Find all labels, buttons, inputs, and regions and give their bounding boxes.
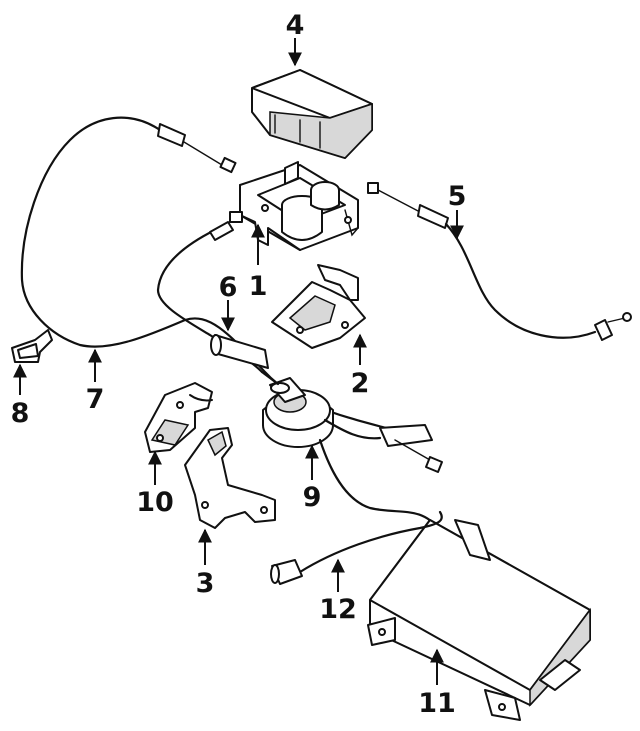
part-9-vacuum-actuator [260, 370, 443, 532]
part-11-control-module [367, 519, 591, 721]
callout-11: 11 [418, 688, 456, 719]
callout-7: 7 [86, 384, 105, 415]
callout-1: 1 [249, 271, 268, 302]
callout-3: 3 [196, 568, 215, 599]
part-5-cable [367, 182, 632, 341]
callout-6: 6 [219, 272, 238, 303]
callout-10: 10 [136, 487, 174, 518]
part-12-hose [270, 510, 443, 585]
callout-2: 2 [351, 368, 370, 399]
callout-8: 8 [11, 398, 30, 429]
callout-4: 4 [286, 10, 305, 41]
part-8-clip [11, 329, 53, 363]
part-6-cable [156, 211, 269, 374]
part-4-cover [251, 69, 373, 159]
callout-labels: 4 1 2 3 5 6 7 8 9 10 11 12 [11, 10, 467, 719]
callout-9: 9 [303, 482, 322, 513]
callout-12: 12 [319, 594, 357, 625]
part-3-mounting-bracket [184, 427, 276, 529]
part-2-lower-bracket [271, 264, 366, 349]
part-1-actuator-bracket [239, 161, 359, 251]
callout-5: 5 [448, 181, 467, 212]
callout-leaders [13, 38, 464, 685]
